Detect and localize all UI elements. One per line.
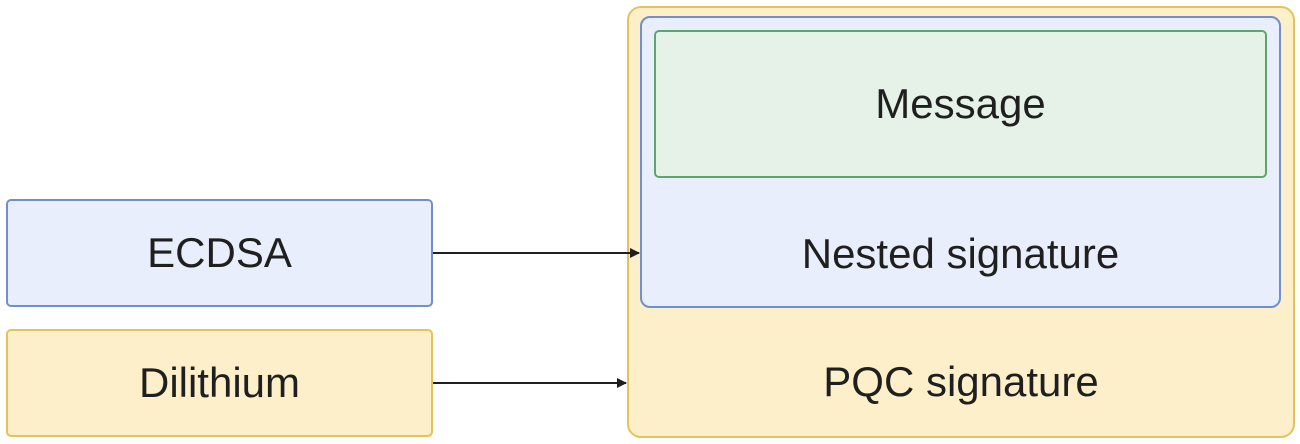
ecdsa-box: ECDSA [6, 199, 433, 307]
pqc-signature-label: PQC signature [823, 358, 1099, 405]
ecdsa-label: ECDSA [147, 229, 292, 276]
dilithium-label: Dilithium [138, 359, 301, 406]
nested-signature-label: Nested signature [801, 230, 1120, 277]
dilithium-box: Dilithium [6, 329, 433, 437]
message-box: Message [654, 30, 1267, 178]
message-label: Message [875, 80, 1046, 127]
